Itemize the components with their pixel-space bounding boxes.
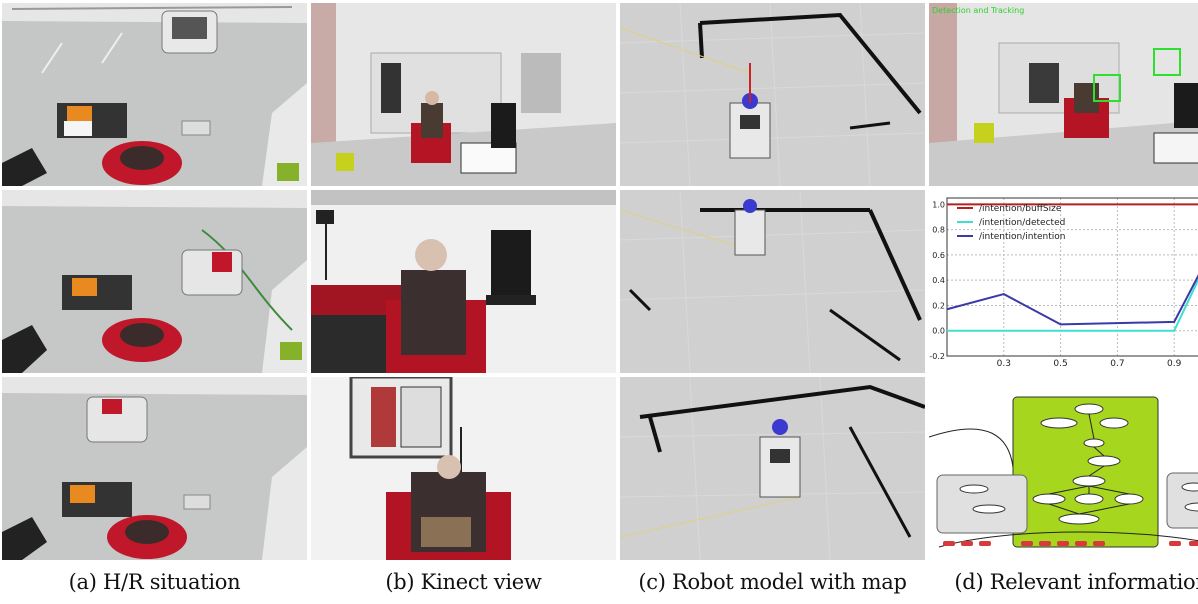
chart-xtick-label: 0.7 bbox=[1110, 359, 1124, 369]
captions-row: (a) H/R situation (b) Kinect view (c) Ro… bbox=[2, 570, 1198, 600]
detection-label: Detection and Tracking bbox=[932, 6, 1024, 15]
chart-xticks: 0.30.50.70.91.1 bbox=[997, 359, 1182, 369]
chart-ytick-label: -0.2 bbox=[929, 352, 945, 361]
chart-ytick-label: 0.4 bbox=[932, 276, 945, 285]
panel-b3-kinect bbox=[311, 377, 616, 560]
chart-legend-label: /intention/intention bbox=[979, 232, 1066, 242]
panel-b1-kinect bbox=[311, 3, 616, 186]
chart-xtick-label: 0.5 bbox=[1053, 359, 1067, 369]
panel-d1-detection: Detection and Tracking bbox=[929, 3, 1198, 186]
chart-series-line bbox=[946, 274, 1198, 326]
chart-xtick-label: 0.9 bbox=[1167, 359, 1182, 369]
panel-a1-overhead bbox=[2, 3, 307, 186]
panel-b2-kinect bbox=[311, 190, 616, 373]
chart-ytick-label: 0.2 bbox=[932, 301, 945, 310]
caption-d: (d) Relevant information bbox=[954, 570, 1198, 594]
chart-series-line bbox=[947, 278, 1198, 332]
panel-c1-robot-map bbox=[620, 3, 925, 186]
panel-d2-intention-chart: -0.20.00.20.40.60.81.0 0.30.50.70.91.1 /… bbox=[929, 190, 1198, 373]
chart-ytick-label: 1.0 bbox=[932, 200, 945, 209]
chart-legend-label: /intention/detected bbox=[979, 218, 1065, 228]
panel-c2-robot-map bbox=[620, 190, 925, 373]
caption-a: (a) H/R situation bbox=[68, 570, 241, 594]
caption-c: (c) Robot model with map bbox=[638, 570, 907, 594]
chart-ytick-label: 0.6 bbox=[932, 251, 945, 260]
panel-d3-state-graph bbox=[929, 377, 1198, 560]
intention-chart: -0.20.00.20.40.60.81.0 0.30.50.70.91.1 /… bbox=[929, 190, 1198, 373]
panel-a2-overhead bbox=[2, 190, 307, 373]
chart-frame bbox=[946, 197, 1198, 357]
panel-c3-robot-map bbox=[620, 377, 925, 560]
detection-box-person bbox=[1093, 74, 1121, 102]
caption-b: (b) Kinect view bbox=[385, 570, 542, 594]
chart-series-group bbox=[946, 203, 1198, 332]
chart-ytick-label: 0.0 bbox=[932, 327, 945, 336]
panel-a3-overhead bbox=[2, 377, 307, 560]
chart-legend: /intention/buffSize/intention/detected/i… bbox=[957, 204, 1066, 242]
chart-yticks: -0.2 0.0 0.2 0.4 0.6 0.8 1.0 bbox=[929, 200, 945, 361]
chart-ytick-label: 0.8 bbox=[932, 226, 945, 235]
figure-grid: Detection and Tracking bbox=[2, 3, 1198, 560]
chart-legend-label: /intention/buffSize bbox=[979, 204, 1062, 214]
chart-xtick-label: 0.3 bbox=[997, 359, 1011, 369]
detection-box-object bbox=[1153, 48, 1181, 76]
